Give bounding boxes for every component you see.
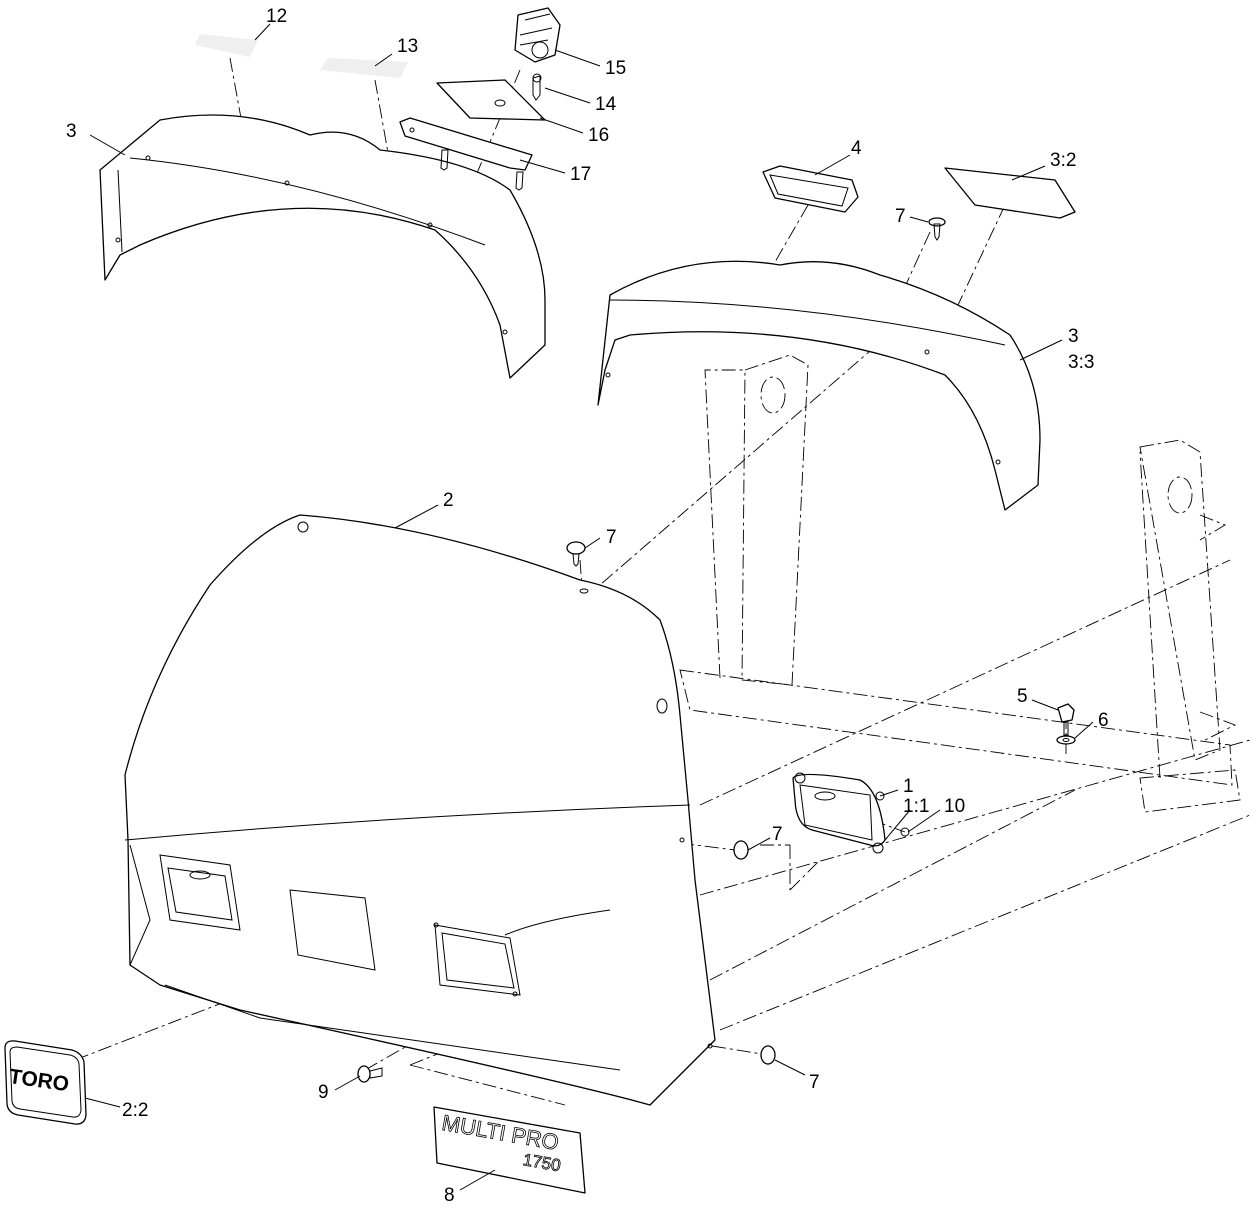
- callout-9: 9: [318, 1082, 329, 1103]
- bolt-5: [1057, 703, 1075, 736]
- callout-3-2: 3:2: [1050, 150, 1076, 171]
- callout-3-right: 3: [1068, 326, 1079, 347]
- callout-7-bottom: 7: [809, 1072, 820, 1093]
- bracket-17: [399, 117, 533, 191]
- callout-14: 14: [595, 94, 617, 115]
- callout-3-3: 3:3: [1068, 352, 1094, 373]
- callout-2: 2: [443, 490, 454, 511]
- callout-4: 4: [851, 138, 862, 159]
- right-fender: [597, 260, 1041, 511]
- bracket-16: [436, 79, 546, 121]
- screw-14: [532, 73, 542, 101]
- leader-lines: [84, 23, 1094, 1191]
- fastener-7-top: [928, 217, 946, 241]
- callout-3-left: 3: [66, 121, 77, 142]
- callout-13: 13: [397, 36, 418, 57]
- model-decal: MULTI PRO 1750: [433, 1106, 586, 1194]
- frame-assembly: [679, 354, 1241, 813]
- fastener-7-mid: [733, 840, 749, 860]
- callout-12: 12: [266, 6, 287, 27]
- callout-6: 6: [1098, 710, 1109, 731]
- fastener-7-hood: [566, 541, 586, 567]
- callout-16: 16: [588, 125, 609, 146]
- callout-7-top: 7: [895, 206, 906, 227]
- decal-12: [195, 34, 258, 57]
- callout-1-1: 1:1: [903, 796, 929, 817]
- screw-9: [357, 1065, 383, 1083]
- decal-13: [320, 58, 408, 78]
- decal-3-2: [944, 167, 1076, 219]
- headlight-1: [792, 772, 886, 854]
- callouts: 12 13 15 14 16 3 17 4 3:2 7 3 3:3 2 7 5 …: [66, 6, 1109, 1206]
- lens-4: [762, 165, 859, 213]
- left-fender: [99, 114, 546, 379]
- connector-15: [514, 7, 561, 63]
- toro-emblem: TORO: [4, 1040, 87, 1125]
- callout-8: 8: [444, 1185, 455, 1206]
- washer-10: [900, 827, 910, 837]
- callout-10: 10: [944, 796, 965, 817]
- hood: [124, 514, 716, 1106]
- callout-5: 5: [1017, 686, 1028, 707]
- callout-17: 17: [570, 164, 591, 185]
- callout-2-2: 2:2: [122, 1100, 148, 1121]
- callout-7-hood: 7: [606, 527, 617, 548]
- callout-15: 15: [605, 58, 626, 79]
- fastener-7-bottom: [760, 1045, 776, 1065]
- callout-7-mid: 7: [772, 824, 783, 845]
- washer-6: [1056, 735, 1076, 745]
- callout-1: 1: [903, 776, 914, 797]
